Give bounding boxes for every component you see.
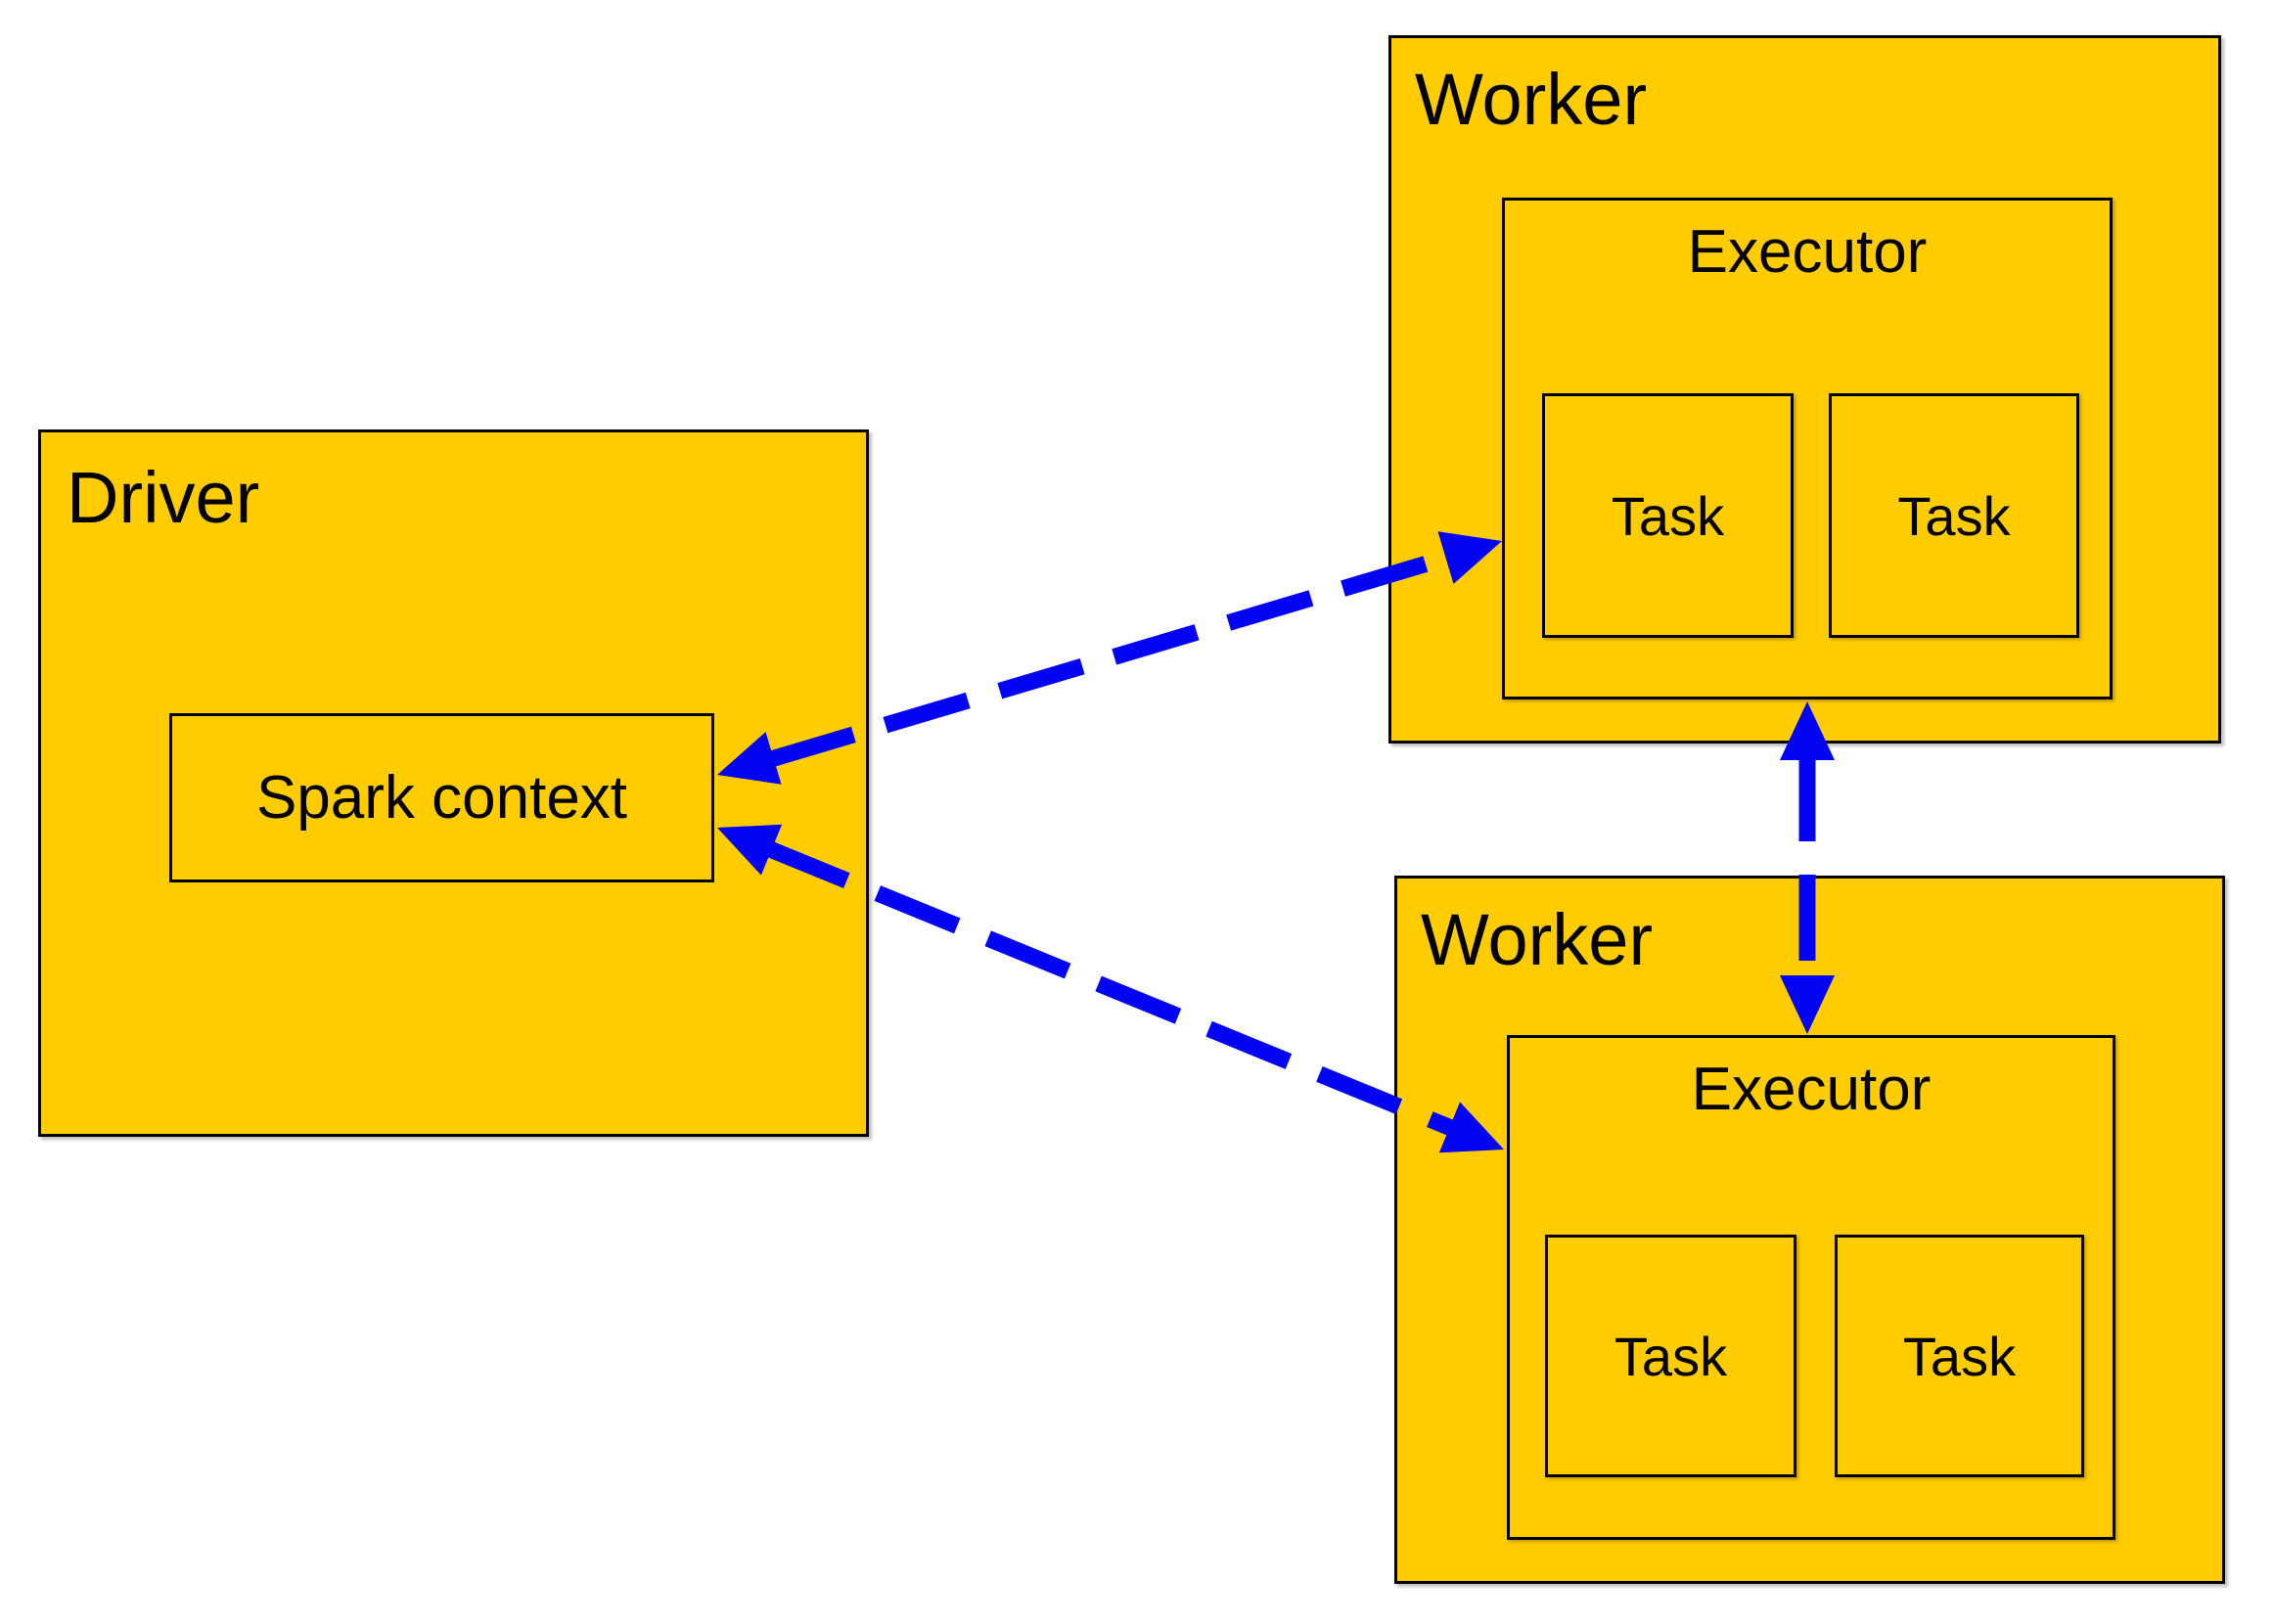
worker-1-executor-box: Executor Task Task — [1502, 198, 2113, 699]
spark-context-box: Spark context — [169, 713, 714, 882]
worker-2-box: Worker Executor Task Task — [1394, 876, 2225, 1584]
worker-2-task-1-label: Task — [1614, 1325, 1728, 1387]
worker-1-task-1-box: Task — [1542, 393, 1794, 638]
worker-2-executor-label: Executor — [1691, 1056, 1932, 1123]
worker-2-executor-box: Executor Task Task — [1507, 1035, 2115, 1540]
worker-1-task-2-label: Task — [1897, 484, 2011, 547]
driver-box: Driver Spark context — [38, 429, 869, 1137]
worker-1-task-1-label: Task — [1611, 484, 1725, 547]
worker-2-task-2-box: Task — [1835, 1235, 2084, 1477]
worker-1-box: Worker Executor Task Task — [1388, 35, 2221, 744]
worker-2-task-1-box: Task — [1545, 1235, 1796, 1477]
worker-1-label: Worker — [1415, 59, 1648, 140]
worker-1-executor-label: Executor — [1687, 218, 1928, 286]
driver-label: Driver — [67, 457, 260, 538]
worker-2-task-2-label: Task — [1902, 1325, 2017, 1387]
spark-context-label: Spark context — [255, 764, 628, 832]
worker-1-task-2-box: Task — [1829, 393, 2079, 638]
worker-2-label: Worker — [1421, 899, 1654, 980]
